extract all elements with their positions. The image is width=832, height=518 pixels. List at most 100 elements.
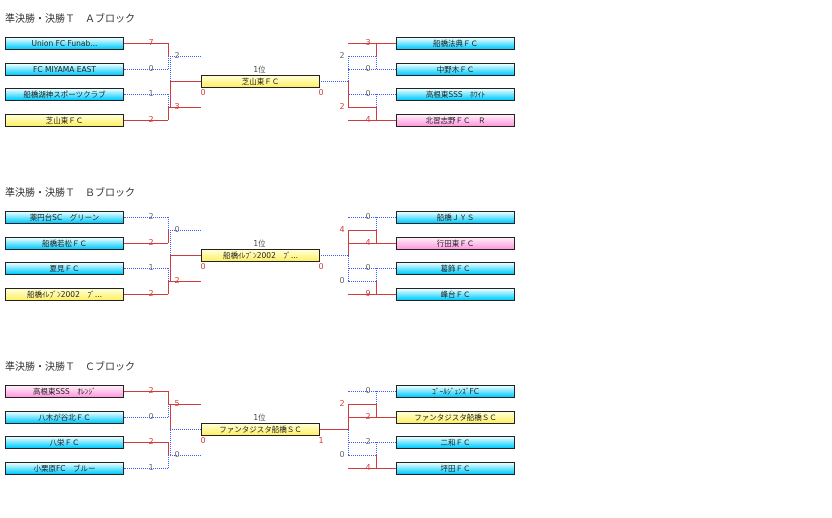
bracket-line bbox=[376, 455, 377, 468]
team-box-left[interactable]: 夏見ＦＣ bbox=[5, 262, 124, 275]
score-right-r1: 0 bbox=[365, 386, 371, 395]
bracket-line bbox=[168, 404, 201, 405]
bracket-line bbox=[124, 217, 168, 218]
score-right-r2: 0 bbox=[339, 450, 345, 459]
score-right-r1: 4 bbox=[365, 463, 371, 472]
score-left-r2: 2 bbox=[174, 276, 180, 285]
team-box-right[interactable]: 中野木ＦＣ bbox=[396, 63, 515, 76]
bracket-line bbox=[168, 230, 169, 243]
bracket-line bbox=[124, 294, 168, 295]
team-box-left[interactable]: 芝山東ＦＣ bbox=[5, 114, 124, 127]
final-score-left: 0 bbox=[200, 436, 206, 445]
team-box-right[interactable]: 二和ＦＣ bbox=[396, 436, 515, 449]
team-box-left[interactable]: 船橋若松ＦＣ bbox=[5, 237, 124, 250]
team-box-right[interactable]: 葛飾ＦＣ bbox=[396, 262, 515, 275]
bracket-line bbox=[168, 281, 201, 282]
bracket-line bbox=[348, 94, 396, 95]
bracket-line bbox=[348, 230, 376, 231]
champion-box[interactable]: 芝山東ＦＣ bbox=[201, 75, 320, 88]
bracket-line bbox=[170, 404, 171, 429]
bracket-line bbox=[168, 107, 201, 108]
bracket-line bbox=[376, 404, 377, 417]
score-left-r2: 5 bbox=[174, 399, 180, 408]
final-line-left bbox=[170, 81, 201, 82]
champion-box[interactable]: ファンタジスタ船橋ＳＣ bbox=[201, 423, 320, 436]
score-left-r1: 2 bbox=[148, 115, 154, 124]
champion-box[interactable]: 船橋ｲﾚﾌﾞﾝ2002 ﾌﾞ... bbox=[201, 249, 320, 262]
bracket-line bbox=[376, 268, 377, 281]
team-box-left[interactable]: 八栄ＦＣ bbox=[5, 436, 124, 449]
bracket-line bbox=[170, 255, 171, 281]
bracket-line bbox=[348, 268, 396, 269]
bracket-line bbox=[348, 468, 396, 469]
score-left-r2: 0 bbox=[174, 450, 180, 459]
score-left-r1: 2 bbox=[148, 289, 154, 298]
bracket-line bbox=[168, 455, 169, 468]
team-box-left[interactable]: FC MIYAMA EAST bbox=[5, 63, 124, 76]
team-box-right[interactable]: 峰台ＦＣ bbox=[396, 288, 515, 301]
score-right-r1: 0 bbox=[365, 263, 371, 272]
score-right-r1: 2 bbox=[365, 412, 371, 421]
team-box-left[interactable]: 船橋湖神スポーツクラブ bbox=[5, 88, 124, 101]
score-left-r1: 1 bbox=[148, 89, 154, 98]
final-line-left bbox=[170, 429, 201, 430]
bracket-line bbox=[348, 243, 396, 244]
score-left-r1: 0 bbox=[148, 64, 154, 73]
bracket-line bbox=[124, 468, 168, 469]
bracket-line bbox=[348, 404, 349, 429]
score-left-r1: 2 bbox=[148, 437, 154, 446]
bracket-line bbox=[124, 442, 168, 443]
score-right-r2: 4 bbox=[339, 225, 345, 234]
bracket-line bbox=[376, 281, 377, 294]
bracket-line bbox=[168, 281, 169, 294]
team-box-right[interactable]: 坪田ＦＣ bbox=[396, 462, 515, 475]
team-box-left[interactable]: 船橋ｲﾚﾌﾞﾝ2002 ﾌﾞ... bbox=[5, 288, 124, 301]
score-right-r1: 0 bbox=[365, 64, 371, 73]
rank-label: 1位 bbox=[253, 65, 266, 74]
team-box-right[interactable]: 船橋ＪＹＳ bbox=[396, 211, 515, 224]
score-right-r2: 2 bbox=[339, 399, 345, 408]
bracket-line bbox=[170, 429, 171, 455]
score-left-r1: 7 bbox=[148, 38, 154, 47]
bracket-line bbox=[168, 442, 169, 455]
team-box-right[interactable]: ｺﾞｰﾙｼﾞｪﾝｽﾞFC bbox=[396, 385, 515, 398]
bracket-line bbox=[168, 455, 201, 456]
bracket-line bbox=[124, 243, 168, 244]
score-left-r2: 0 bbox=[174, 225, 180, 234]
final-score-right: 1 bbox=[318, 436, 324, 445]
bracket-line bbox=[348, 442, 396, 443]
score-left-r1: 2 bbox=[148, 386, 154, 395]
bracket-line bbox=[124, 391, 168, 392]
bracket-line bbox=[376, 391, 377, 404]
bracket-line bbox=[348, 56, 349, 81]
score-right-r2: 0 bbox=[339, 276, 345, 285]
bracket-line bbox=[376, 43, 377, 56]
team-box-left[interactable]: Union FC Funab... bbox=[5, 37, 124, 50]
bracket-line bbox=[168, 217, 169, 230]
bracket-line bbox=[168, 230, 201, 231]
team-box-right[interactable]: ファンタジスタ船橋ＳＣ bbox=[396, 411, 515, 424]
bracket-line bbox=[348, 230, 349, 255]
bracket-line bbox=[376, 94, 377, 107]
score-right-r1: 4 bbox=[365, 115, 371, 124]
team-box-right[interactable]: 高根東SSS ﾎﾜｲﾄ bbox=[396, 88, 515, 101]
rank-label: 1位 bbox=[253, 239, 266, 248]
bracket-line bbox=[376, 107, 377, 120]
bracket-line bbox=[348, 217, 396, 218]
bracket-line bbox=[348, 107, 376, 108]
bracket-line bbox=[376, 56, 377, 69]
bracket-line bbox=[124, 94, 168, 95]
score-right-r2: 2 bbox=[339, 102, 345, 111]
team-box-left[interactable]: 高根東SSS ｵﾚﾝｼﾞ bbox=[5, 385, 124, 398]
score-right-r1: 4 bbox=[365, 238, 371, 247]
team-box-right[interactable]: 北習志野ＦＣ Ｒ bbox=[396, 114, 515, 127]
team-box-left[interactable]: 八木が谷北ＦＣ bbox=[5, 411, 124, 424]
team-box-left[interactable]: 薬円台SC グリーン bbox=[5, 211, 124, 224]
team-box-right[interactable]: 船橋法典ＦＣ bbox=[396, 37, 515, 50]
team-box-left[interactable]: 小栗原FC ブルー bbox=[5, 462, 124, 475]
team-box-right[interactable]: 行田東ＦＣ bbox=[396, 237, 515, 250]
bracket-line bbox=[170, 230, 171, 255]
score-left-r2: 3 bbox=[174, 102, 180, 111]
